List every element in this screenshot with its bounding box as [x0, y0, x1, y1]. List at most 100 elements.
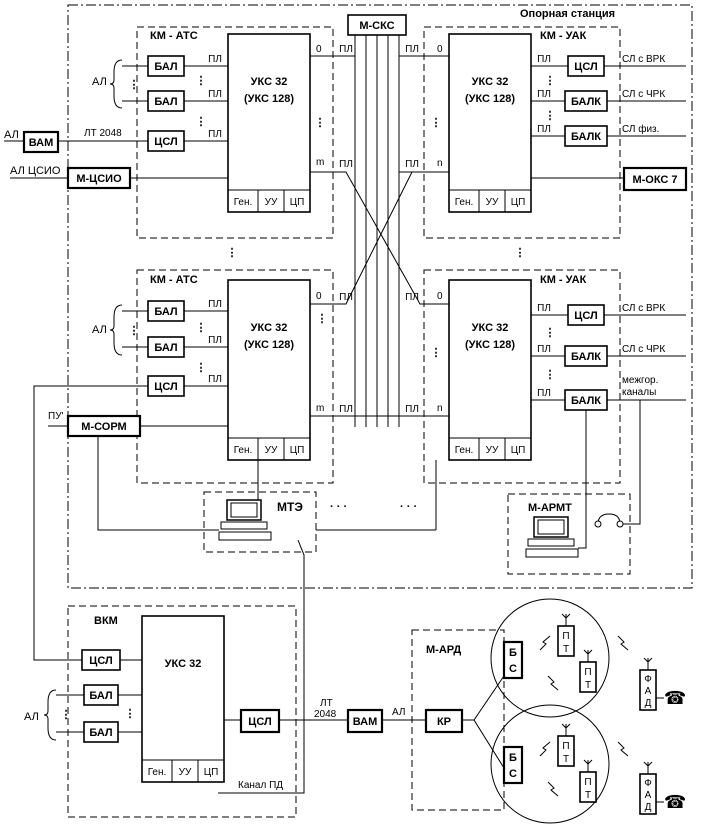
svg-text:УКС 32: УКС 32	[472, 76, 509, 88]
svg-text:ПЛ: ПЛ	[208, 299, 222, 310]
svg-text:⋮: ⋮	[227, 247, 238, 259]
svg-text:0: 0	[437, 291, 443, 302]
mte-boundary	[203, 491, 317, 553]
svg-text:УКС 32: УКС 32	[165, 658, 202, 670]
svg-text:А: А	[645, 686, 652, 697]
svg-text:ЛТ: ЛТ	[320, 698, 333, 709]
svg-text:ЛТ 2048: ЛТ 2048	[84, 128, 122, 139]
svg-text:⋮: ⋮	[431, 117, 442, 129]
svg-text:⋮: ⋮	[545, 75, 556, 87]
uks-bottom-right-switch	[448, 279, 532, 461]
svg-text:ПЛ: ПЛ	[339, 404, 353, 415]
svg-text:ПЛ: ПЛ	[405, 404, 419, 415]
svg-text:Т: Т	[563, 754, 569, 765]
svg-text:АЛ: АЛ	[392, 707, 405, 718]
uks-top-right-switch	[448, 33, 532, 213]
svg-text:Ген.: Ген.	[455, 445, 474, 456]
svg-text:АЛ: АЛ	[24, 711, 39, 723]
svg-text:⋮: ⋮	[545, 110, 556, 122]
svg-text:СЛ с ЧРК: СЛ с ЧРК	[622, 89, 665, 100]
svg-text:ВАМ: ВАМ	[353, 716, 378, 728]
km-atc-bottom-boundary	[136, 269, 334, 484]
svg-text:БАЛ: БАЛ	[89, 727, 112, 739]
svg-text:⋮: ⋮	[129, 79, 140, 91]
svg-text:2048: 2048	[314, 709, 337, 720]
svg-text:СЛ с ВРК: СЛ с ВРК	[622, 54, 665, 65]
svg-text:ПЛ: ПЛ	[537, 388, 551, 399]
km-atc-bottom-title: КМ - АТС	[150, 274, 198, 286]
svg-text:АЛ: АЛ	[4, 129, 19, 141]
svg-text:П: П	[584, 667, 591, 678]
svg-text:ЦП: ЦП	[204, 767, 219, 778]
uks-top-left-switch	[227, 33, 311, 213]
svg-text:КР: КР	[437, 716, 451, 728]
vkm-boundary	[67, 605, 297, 818]
svg-text:Д: Д	[645, 698, 652, 709]
station-boundary	[67, 4, 693, 589]
svg-text:ПЛ: ПЛ	[339, 44, 353, 55]
svg-text:ЦСЛ: ЦСЛ	[574, 310, 597, 322]
svg-text:⋮: ⋮	[129, 325, 140, 337]
svg-text:ПЛ: ПЛ	[208, 54, 222, 65]
km-atc-top-title: КМ - АТС	[150, 30, 198, 42]
svg-text:Т: Т	[563, 644, 569, 655]
vam-box-top	[22, 130, 60, 154]
svg-text:ЦСЛ: ЦСЛ	[154, 381, 177, 393]
svg-text:БАЛ: БАЛ	[89, 690, 112, 702]
svg-text:⋮: ⋮	[315, 117, 326, 129]
svg-text:БАЛК: БАЛК	[571, 351, 601, 363]
svg-text:Ген.: Ген.	[234, 197, 253, 208]
vam-box-bottom	[346, 708, 384, 734]
computer-icon-armt	[525, 516, 579, 558]
svg-text:СЛ с ВРК: СЛ с ВРК	[622, 303, 665, 314]
bs-box-2	[502, 745, 524, 785]
station-title: Опорная станция	[520, 8, 615, 20]
pt-terminal: П Т	[557, 723, 575, 767]
uks-bottom-left-switch	[227, 279, 311, 461]
svg-text:М-СОРМ: М-СОРМ	[81, 421, 126, 433]
svg-text:БАЛ: БАЛ	[154, 61, 177, 73]
svg-text:М-ОКС 7: М-ОКС 7	[632, 174, 677, 186]
svg-text:ПЛ: ПЛ	[537, 303, 551, 314]
m-oks7-box	[622, 166, 688, 192]
svg-text:ПЛ: ПЛ	[339, 159, 353, 170]
pt-terminal: П Т	[579, 649, 597, 693]
svg-text:Ф: Ф	[644, 674, 652, 685]
svg-text:Ген.: Ген.	[148, 767, 167, 778]
svg-text:0: 0	[316, 44, 322, 55]
svg-text:ПЛ: ПЛ	[208, 129, 222, 140]
svg-text:ПЛ: ПЛ	[405, 292, 419, 303]
radio-cell-1	[490, 598, 610, 718]
svg-text:Б: Б	[509, 752, 517, 764]
svg-text:⋮: ⋮	[196, 75, 207, 87]
svg-text:УУ: УУ	[265, 197, 278, 208]
svg-text:0: 0	[316, 291, 322, 302]
svg-text:⋮: ⋮	[196, 362, 207, 374]
svg-text:ВКМ: ВКМ	[94, 615, 118, 627]
svg-text:⋮: ⋮	[125, 708, 136, 720]
svg-text:· · ·: · · ·	[330, 501, 347, 513]
svg-text:ПУ': ПУ'	[48, 411, 64, 422]
svg-text:n: n	[437, 403, 443, 414]
svg-text:БАЛ: БАЛ	[154, 96, 177, 108]
svg-text:УКС 32: УКС 32	[472, 322, 509, 334]
svg-text:ПЛ: ПЛ	[405, 159, 419, 170]
svg-text:· · ·: · · ·	[400, 501, 417, 513]
svg-text:С: С	[509, 663, 517, 675]
km-uak-top-title: КМ - УАК	[540, 30, 587, 42]
svg-text:УКС 32: УКС 32	[251, 322, 288, 334]
svg-text:⋮: ⋮	[545, 327, 556, 339]
uks-vkm-switch	[141, 615, 225, 783]
kr-box	[424, 708, 464, 734]
km-atc-top-boundary	[136, 26, 334, 239]
svg-text:(УКС 128): (УКС 128)	[465, 339, 515, 351]
m-sks-label: М-СКС	[359, 20, 394, 32]
pt-terminal: П Т	[579, 759, 597, 803]
svg-text:УУ: УУ	[486, 197, 499, 208]
svg-text:СЛ физ.: СЛ физ.	[622, 123, 659, 135]
csl-box-6	[239, 708, 281, 734]
svg-text:АЛ: АЛ	[92, 76, 107, 88]
svg-text:⋮: ⋮	[61, 709, 72, 721]
svg-text:УУ: УУ	[486, 445, 499, 456]
svg-text:МТЭ: МТЭ	[277, 500, 303, 514]
